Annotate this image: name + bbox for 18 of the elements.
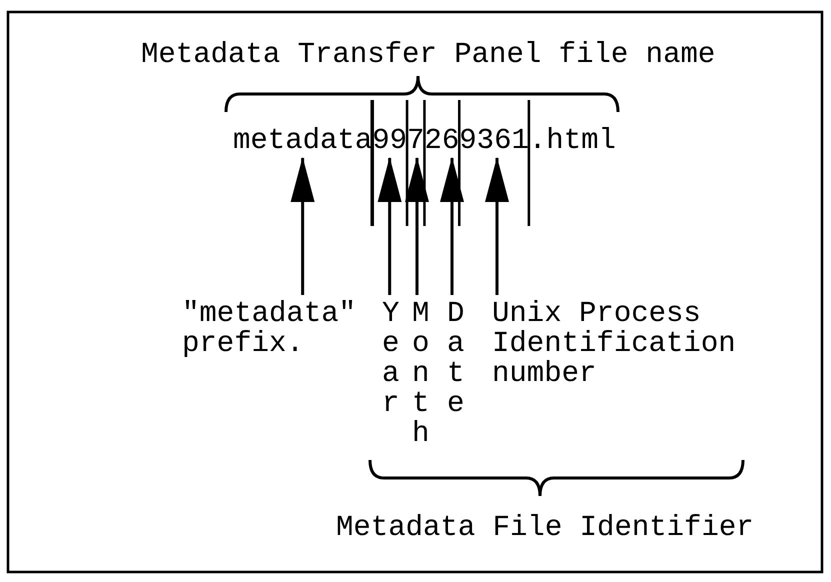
filename-part: 26	[424, 124, 460, 158]
arrow	[485, 157, 509, 295]
filename-part: .html	[528, 124, 616, 158]
heading-text: Metadata File Identifier	[336, 513, 754, 543]
callout-text: Month	[412, 299, 430, 449]
arrow	[290, 157, 315, 295]
callout-text: "metadata" prefix.	[182, 299, 356, 359]
callout-text: Date	[447, 299, 464, 419]
arrow	[440, 157, 464, 295]
heading-text: Metadata Transfer Panel file name	[141, 40, 716, 70]
callout-text: Unix Process Identification number	[492, 299, 754, 389]
callout-text: Year	[382, 299, 400, 419]
arrow	[405, 157, 429, 295]
arrow	[378, 157, 402, 295]
filename-part: metadata	[233, 124, 372, 158]
filename-part: 7	[407, 124, 424, 158]
filename-part: 99	[372, 124, 408, 158]
filename-part: 9361	[459, 124, 529, 158]
